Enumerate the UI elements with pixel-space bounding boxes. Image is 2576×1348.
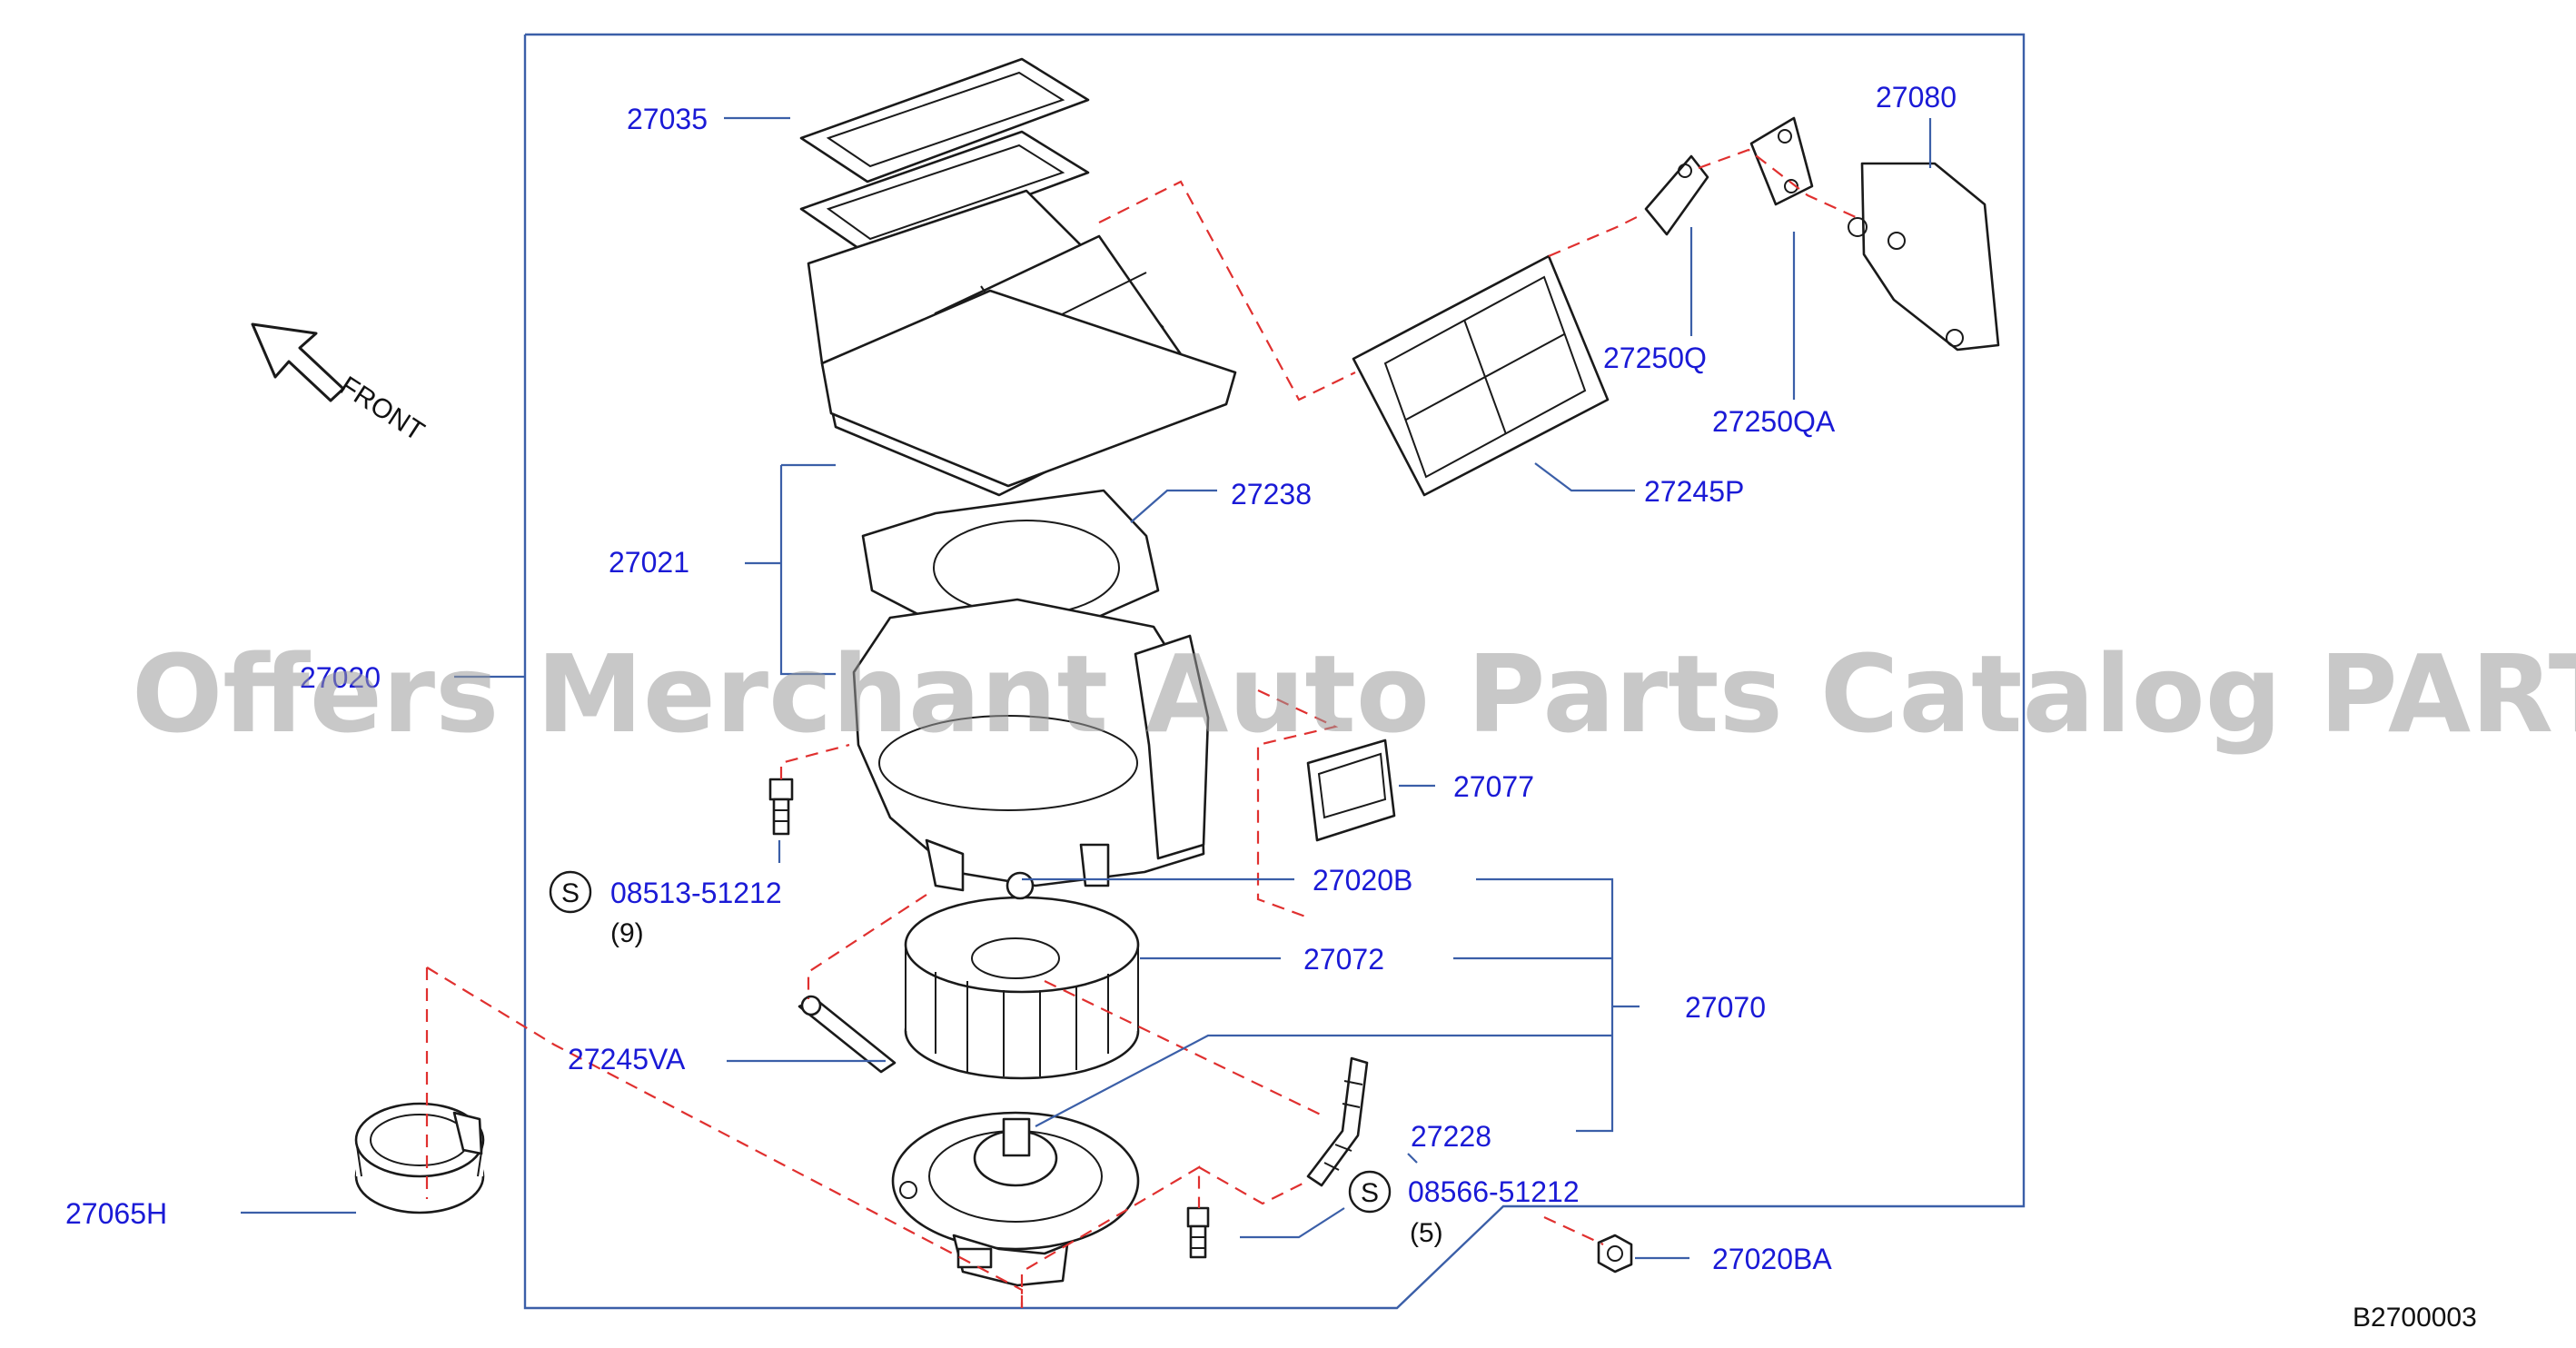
part-27228-hose: [1306, 1056, 1369, 1187]
label-27077: 27077: [1453, 770, 1534, 803]
svg-text:S: S: [1361, 1178, 1379, 1208]
front-label: FRONT: [334, 371, 430, 447]
part-27070-motor: [891, 1111, 1140, 1287]
service-symbol-08566-icon: S: [1348, 1170, 1392, 1214]
label-27020BA: 27020BA: [1712, 1243, 1832, 1275]
label-27065H: 27065H: [65, 1197, 167, 1230]
diagram-code: B2700003: [2353, 1303, 2477, 1333]
part-27250Q-plate: [1644, 154, 1709, 236]
label-27020: 27020: [300, 661, 381, 694]
screw-08513-icon: [768, 778, 794, 836]
label-27245P: 27245P: [1644, 475, 1744, 508]
front-arrow-icon: FRONT: [251, 322, 430, 447]
callout-labels: 27035 27080 27250Q 27250QA 27245P 27238 …: [65, 81, 1957, 1275]
label-27238: 27238: [1231, 478, 1312, 510]
label-27228: 27228: [1411, 1120, 1491, 1153]
part-27021-intake-housing: [807, 189, 1237, 497]
label-27070: 27070: [1685, 991, 1766, 1024]
label-08566-51212: 08566-51212: [1408, 1175, 1580, 1208]
part-27065H-cup: [354, 1102, 485, 1214]
nut-27020BA-icon: [1597, 1234, 1633, 1274]
svg-text:S: S: [561, 878, 580, 908]
label-27250Q: 27250Q: [1603, 342, 1707, 374]
leader-lines: [241, 116, 1932, 1260]
part-27020-blower-case: [852, 598, 1210, 892]
label-27245VA: 27245VA: [568, 1043, 686, 1075]
label-08513-51212: 08513-51212: [610, 877, 782, 909]
label-27080: 27080: [1876, 81, 1957, 114]
assembly-dashed-lines: [425, 148, 1858, 1308]
label-27020B: 27020B: [1313, 864, 1412, 897]
part-27080-bracket: [1848, 162, 2000, 352]
label-08513-qty: (9): [610, 918, 644, 948]
part-27245P-filter: [1352, 254, 1610, 497]
part-27245VA-strap: [798, 995, 897, 1074]
part-27072-fan: [904, 871, 1140, 1080]
label-27035: 27035: [627, 103, 708, 135]
screw-08566-icon: [1186, 1206, 1210, 1259]
label-27072: 27072: [1303, 943, 1384, 976]
service-symbol-08513-icon: S: [549, 870, 592, 914]
label-27021: 27021: [609, 546, 689, 579]
watermark: Offers Merchant Auto Parts Catalog PARTS…: [132, 631, 2576, 757]
label-08566-qty: (5): [1410, 1218, 1443, 1248]
part-27077-seal: [1306, 738, 1396, 842]
part-27250QA-plate: [1749, 116, 1814, 206]
part-27035-gasket: [799, 57, 1090, 256]
assembly-frame: [523, 33, 2026, 1310]
label-27250QA: 27250QA: [1712, 405, 1836, 438]
